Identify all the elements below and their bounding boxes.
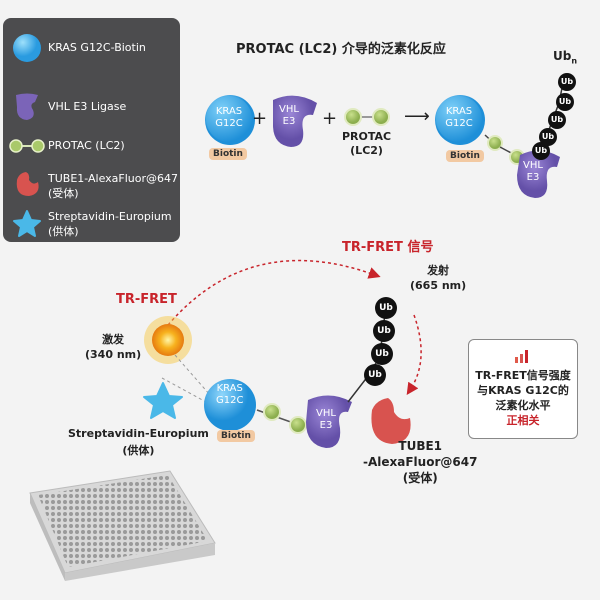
tube1-icon [16,172,39,196]
emission-label: 发射 (665 nm) [410,264,467,292]
protac-ball [289,416,307,434]
plus-sign: + [322,108,338,129]
kras-sphere [204,379,256,431]
kras-sphere-icon [13,34,41,62]
vhl-ligase [306,395,352,448]
microplate-image [29,470,216,581]
donor-label: Streptavidin-Europium (供体) [68,427,209,457]
signal-label: TR-FRET 信号 [342,240,434,255]
info-line: 与KRAS G12C的 [477,384,569,397]
excitation-sun [144,316,192,364]
info-line: TR-FRET信号强度 [475,369,571,382]
vhl-ligase [273,95,317,147]
star-icon [13,210,41,237]
plus-sign: + [252,108,268,129]
ubn-text: Ub [553,49,572,63]
protac-icon [9,139,45,153]
kras-label-top: KRAS G12C [206,96,252,142]
info-highlight: 正相关 [506,414,540,427]
legend-label-star: Streptavidin-Europium (供体) [48,210,172,238]
ub-bead: Ub [364,364,386,386]
streptavidin-star [143,382,183,419]
bar-chart-icon [515,350,528,363]
excitation-label: 激发 (340 nm) [85,333,142,361]
ubn-sub: n [571,56,578,66]
protac-text: PROTAC (LC2) [342,130,392,157]
ub-bead: Ub [532,142,550,160]
kras-label-complex: KRAS G12C [436,96,482,142]
protac-ball [372,108,390,126]
protac-ball [263,403,281,421]
legend-label-vhl: VHL E3 Ligase [48,100,127,113]
ub-bead: Ub [548,111,566,129]
legend-label-protac: PROTAC (LC2) [48,139,125,152]
ub-bead: Ub [539,128,557,146]
kras-text: KRAS G12C [445,106,473,129]
tube1-acceptor [371,398,411,444]
ub-bead: Ub [556,93,574,111]
kras-text: KRAS G12C [216,383,244,406]
trfret-label: TR-FRET [116,292,177,307]
reaction-title: PROTAC (LC2) 介导的泛素化反应 [236,42,446,57]
link-line [174,354,211,396]
legend-panel: KRAS G12C-Biotin VHL E3 Ligase PROTAC (L… [3,18,180,242]
ub-bead: Ub [558,73,576,91]
reaction-arrow: ⟶ [404,106,430,127]
vhl-text: VHL E3 [316,408,336,431]
vhl-text: VHL E3 [523,160,543,183]
acceptor-label: TUBE1 -AlexaFluor@647 (受体) [363,439,478,485]
biotin-tag: Biotin [446,150,484,162]
ub-bead: Ub [371,343,393,365]
kras-text: KRAS G12C [215,106,243,129]
legend-label-tube1: TUBE1-AlexaFluor@647 (受体) [48,172,179,200]
vhl-text: VHL E3 [279,104,299,127]
info-box: TR-FRET信号强度 与KRAS G12C的 泛素化水平 正相关 [468,339,578,439]
fret-arc [167,259,381,326]
legend-label-kras: KRAS G12C-Biotin [48,41,146,54]
link-line [161,377,231,416]
protac-ball [487,135,503,151]
ubn-label: Ubn [553,49,577,65]
ub-bead: Ub [373,320,395,342]
info-line: 泛素化水平 [495,399,551,412]
emission-arrow [406,314,422,395]
vhl-icon [16,93,38,120]
ub-bead: Ub [375,297,397,319]
biotin-tag: Biotin [217,430,255,442]
protac-ball [344,108,362,126]
biotin-tag: Biotin [209,148,247,160]
vhl-ligase [517,150,560,198]
